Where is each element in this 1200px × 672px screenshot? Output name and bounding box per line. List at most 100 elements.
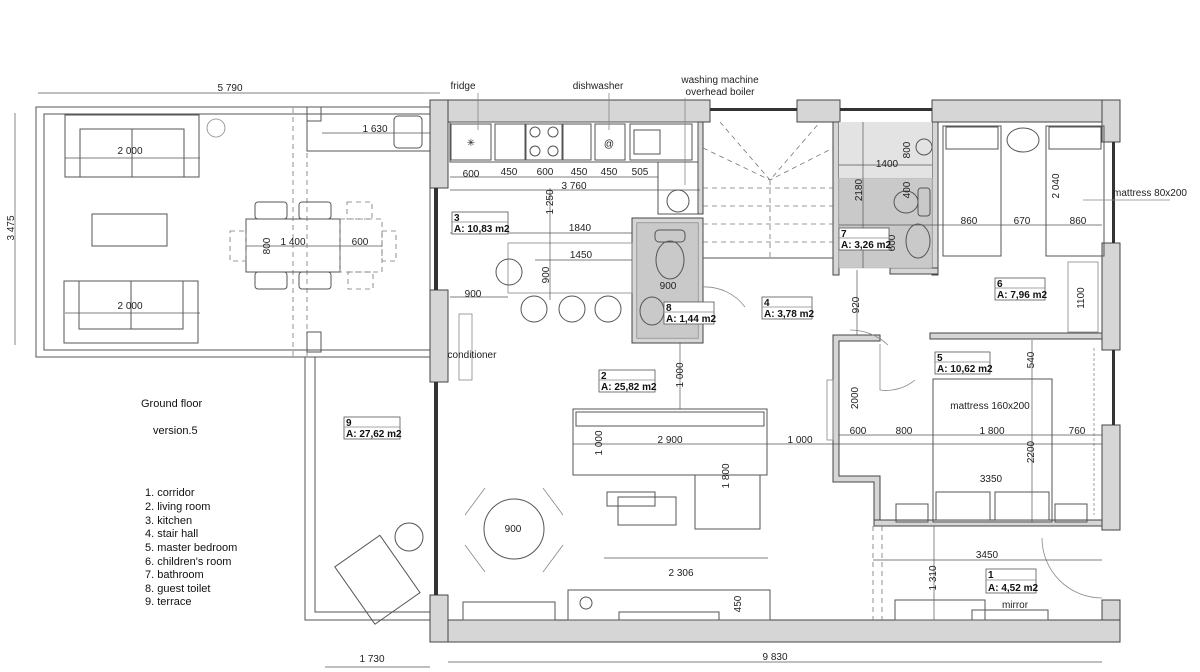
dim-label: 670	[1014, 216, 1031, 227]
sofa-chaise	[694, 474, 761, 530]
svg-text:8: 8	[666, 303, 672, 314]
dim-label: 600	[887, 234, 898, 251]
room-tag-8: 8A: 1,44 m2	[663, 301, 716, 325]
mirror-label: mirror	[1002, 600, 1029, 611]
svg-text:A: 10,62 m2: A: 10,62 m2	[937, 364, 993, 375]
dim-label: 1 000	[675, 362, 686, 387]
dim-label: 2 000	[117, 301, 142, 312]
room-tag-6: 6A: 7,96 m2	[994, 277, 1047, 301]
terrace	[35, 106, 431, 625]
dim-label: 900	[660, 281, 677, 292]
dim-label: 600	[463, 169, 480, 180]
svg-text:3: 3	[454, 213, 460, 224]
svg-text:A: 1,44 m2: A: 1,44 m2	[666, 314, 716, 325]
dim-label: 1 000	[787, 435, 812, 446]
dim-label: 2 000	[117, 146, 142, 157]
dim-label: 860	[1070, 216, 1087, 227]
washing-machine-label: washing machine	[680, 75, 759, 86]
dim-label: 3450	[976, 550, 999, 561]
legend-item: 3. kitchen	[145, 515, 192, 527]
dim-label: 540	[1026, 351, 1037, 368]
dim-label: 1 800	[721, 463, 732, 488]
fridge-icon	[450, 123, 492, 161]
svg-text:6: 6	[997, 279, 1003, 290]
dim-label: 1100	[1076, 287, 1087, 309]
dim-label: 900	[505, 524, 522, 535]
dim-label: 9 830	[762, 652, 787, 663]
annotations: fridge dishwasher washing machine overhe…	[448, 75, 1188, 611]
dim-label: 450	[571, 167, 588, 178]
dim-label: 1 310	[928, 565, 939, 590]
sofa-icon	[63, 280, 199, 344]
dim-label: 5 790	[217, 83, 242, 94]
dim-label: 1 400	[280, 237, 305, 248]
mattress-single-label: mattress 80x200	[1113, 188, 1187, 199]
svg-text:5: 5	[937, 353, 943, 364]
hob-icon	[525, 123, 563, 161]
window	[434, 382, 438, 595]
room-tag-1: 1 A: 4,52 m2	[985, 568, 1038, 594]
legend-version: version.5	[153, 425, 198, 437]
legend-title: Ground floor	[141, 398, 202, 410]
dim-label: 3 760	[561, 181, 586, 192]
dim-label: 860	[961, 216, 978, 227]
dimension-lines	[14, 92, 1102, 668]
sofa-icon	[64, 114, 200, 178]
dim-label: 900	[541, 266, 552, 283]
room-tag-7: 7A: 3,26 m2	[838, 227, 891, 251]
svg-text:A: 27,62 m2: A: 27,62 m2	[346, 429, 402, 440]
dim-label: 1 250	[545, 189, 556, 214]
dim-label: 1840	[569, 223, 592, 234]
svg-text:9: 9	[346, 418, 352, 429]
svg-text:A: 10,83 m2: A: 10,83 m2	[454, 224, 510, 235]
svg-text:4: 4	[764, 298, 770, 309]
dim-label: 2200	[1026, 440, 1037, 463]
window	[840, 108, 932, 111]
exterior-walls	[429, 99, 1121, 643]
dim-label: 1 730	[359, 654, 384, 665]
dim-label: 760	[1069, 426, 1086, 437]
dim-label: 505	[632, 167, 649, 178]
washing-machine-icon	[657, 161, 699, 215]
dim-label: 1 800	[979, 426, 1004, 437]
dim-label: 400	[902, 181, 913, 198]
svg-text:@: @	[604, 139, 614, 150]
svg-text:7: 7	[841, 229, 847, 240]
svg-text:2: 2	[601, 371, 607, 382]
svg-text:A: 25,82 m2: A: 25,82 m2	[601, 382, 657, 393]
window	[434, 188, 438, 290]
kitchen-counter: ✳ @	[449, 121, 699, 381]
mattress-double-label: mattress 160x200	[950, 401, 1030, 412]
dishwasher-label: dishwasher	[573, 81, 624, 92]
coffee-table	[91, 213, 168, 247]
window	[1112, 142, 1115, 243]
staircase	[702, 121, 834, 308]
dimension-labels: 5 790 3 475 1 630 2 000 2 000 1 400 800 …	[6, 83, 1087, 665]
legend-item: 6. children's room	[145, 556, 231, 568]
window	[710, 108, 797, 111]
dim-label: 450	[501, 167, 518, 178]
terrace-sink-icon	[393, 115, 423, 149]
bathroom-fixtures	[849, 138, 933, 346]
dim-label: 800	[262, 237, 273, 254]
dim-label: 800	[902, 141, 913, 158]
legend-item: 8. guest toilet	[145, 583, 210, 595]
legend-item: 2. living room	[145, 501, 210, 513]
dim-label: 1450	[570, 250, 593, 261]
legend-item: 9. terrace	[145, 596, 191, 608]
legend-item: 4. stair hall	[145, 528, 198, 540]
dim-label: 2 306	[668, 568, 693, 579]
dim-label: 600	[352, 237, 369, 248]
conditioner-label: conditioner	[448, 350, 498, 361]
snowflake-icon: ✳	[467, 138, 475, 149]
legend: Ground floor version.5 1. corridor 2. li…	[141, 398, 237, 608]
room-tag-4: 4A: 3,78 m2	[761, 296, 814, 320]
dining-table-icon	[229, 201, 397, 290]
kitchen-sink-icon	[629, 123, 693, 161]
svg-text:A: 3,78 m2: A: 3,78 m2	[764, 309, 814, 320]
svg-text:A: 4,52 m2: A: 4,52 m2	[988, 583, 1038, 594]
dim-label: 3350	[980, 474, 1003, 485]
svg-text:1: 1	[988, 570, 994, 581]
svg-text:A: 7,96 m2: A: 7,96 m2	[997, 290, 1047, 301]
